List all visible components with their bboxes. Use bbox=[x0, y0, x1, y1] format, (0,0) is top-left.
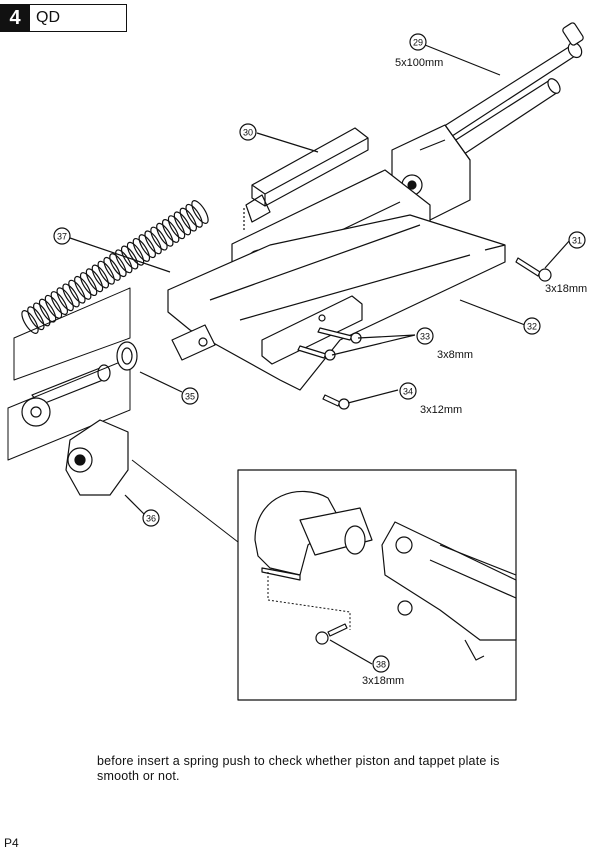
spring-coil bbox=[173, 211, 192, 236]
piston bbox=[7, 357, 131, 461]
spring-coil bbox=[74, 275, 92, 300]
spring-coil bbox=[62, 283, 80, 308]
assembly-note: before insert a spring push to check whe… bbox=[97, 754, 500, 783]
spring-coil bbox=[120, 245, 139, 270]
spring-coil bbox=[21, 310, 39, 334]
long-screw-29 bbox=[437, 22, 584, 141]
callout-number-33: 33 bbox=[420, 332, 430, 342]
inset-cap bbox=[254, 490, 373, 581]
spring-coil bbox=[132, 237, 151, 262]
end-cap-36 bbox=[65, 419, 129, 496]
step-header: 4 QD bbox=[0, 4, 127, 32]
callout-spec-38: 3x18mm bbox=[362, 675, 404, 687]
callout-number-36: 36 bbox=[146, 514, 156, 524]
spring-coil bbox=[68, 279, 86, 304]
screw-38 bbox=[315, 623, 348, 645]
screw-34 bbox=[322, 394, 350, 410]
spring-coil bbox=[27, 306, 45, 331]
spring-coil bbox=[138, 234, 156, 259]
lower-shell-32 bbox=[167, 214, 506, 391]
spring-coil bbox=[162, 219, 180, 243]
spring-coil bbox=[85, 268, 104, 293]
callout-circle-33 bbox=[416, 327, 434, 345]
spring-coil bbox=[179, 207, 197, 232]
callout-circle-31 bbox=[568, 231, 586, 249]
spring-coil bbox=[103, 256, 121, 281]
top-rail-30 bbox=[243, 127, 369, 230]
ring-35 bbox=[116, 341, 138, 371]
spring-coil bbox=[91, 264, 110, 289]
screw-31 bbox=[515, 257, 552, 282]
callout-number-34: 34 bbox=[403, 387, 413, 397]
spring-coil bbox=[56, 287, 74, 312]
spring-coil bbox=[191, 200, 209, 224]
callout-number-38: 38 bbox=[376, 660, 386, 670]
spring-coil bbox=[33, 302, 51, 327]
spring-coil bbox=[97, 260, 115, 285]
callout-spec-31: 3x18mm bbox=[545, 283, 587, 295]
main-spring-37 bbox=[21, 200, 209, 334]
step-number: 4 bbox=[0, 4, 30, 32]
callout-number-31: 31 bbox=[572, 236, 582, 246]
callout-spec-34: 3x12mm bbox=[420, 404, 462, 416]
callout-number-30: 30 bbox=[243, 128, 253, 138]
spring-coil bbox=[156, 222, 174, 247]
callout-circle-37 bbox=[53, 227, 71, 245]
callout-number-37: 37 bbox=[57, 232, 67, 242]
step-title: QD bbox=[30, 4, 127, 32]
spring-coil bbox=[144, 230, 162, 255]
callout-circle-38 bbox=[372, 655, 390, 673]
spring-coil bbox=[50, 291, 68, 315]
callout-number-29: 29 bbox=[413, 38, 423, 48]
callout-circle-36 bbox=[142, 509, 160, 527]
callout-spec-29: 5x100mm bbox=[395, 57, 443, 69]
page-number: P4 bbox=[4, 836, 19, 850]
spring-coil bbox=[167, 215, 186, 240]
callout-spec-33: 3x8mm bbox=[437, 349, 473, 361]
spring-coil bbox=[38, 298, 57, 323]
callout-number-35: 35 bbox=[185, 392, 195, 402]
callout-circle-35 bbox=[181, 387, 199, 405]
screws-33 bbox=[297, 327, 362, 361]
spring-coil bbox=[126, 241, 145, 266]
callout-circle-32 bbox=[523, 317, 541, 335]
spring-coil bbox=[109, 253, 127, 278]
spring-coil bbox=[185, 203, 203, 228]
spring-coil bbox=[115, 249, 133, 274]
callout-number-32: 32 bbox=[527, 322, 537, 332]
inset-receiver bbox=[381, 521, 517, 661]
spring-coil bbox=[79, 272, 98, 297]
callout-circle-34 bbox=[399, 382, 417, 400]
callout-circle-30 bbox=[239, 123, 257, 141]
spring-coil bbox=[150, 226, 168, 251]
callout-circle-29 bbox=[409, 33, 427, 51]
